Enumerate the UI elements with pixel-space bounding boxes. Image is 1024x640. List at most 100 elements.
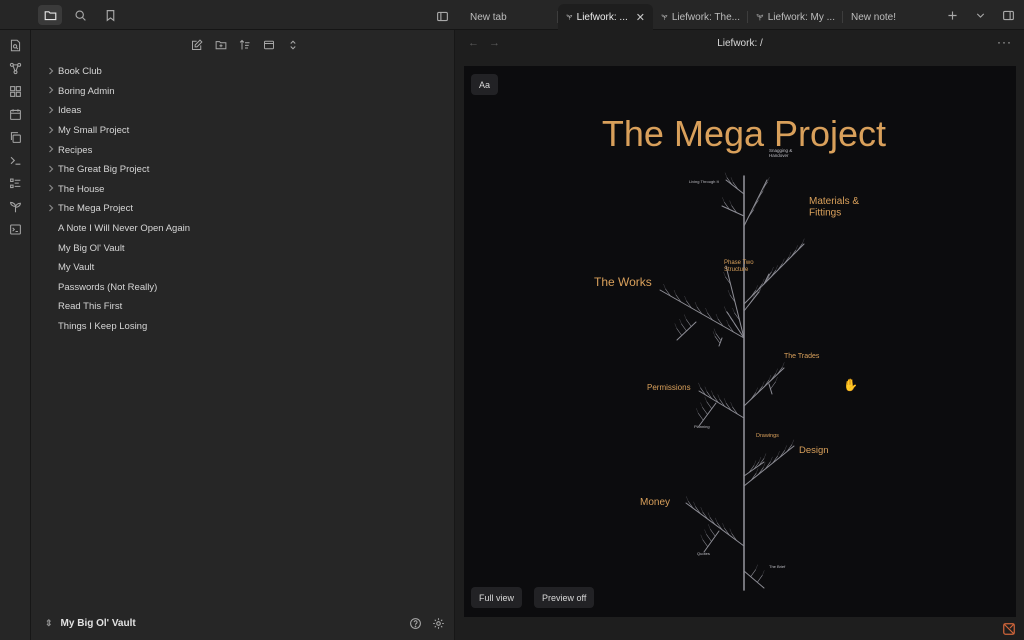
twig-line <box>763 453 767 459</box>
chevron-right-icon <box>45 145 57 155</box>
twig-line <box>777 367 783 375</box>
graph-icon <box>9 62 22 75</box>
twig-line <box>790 250 796 258</box>
twig-line <box>717 394 720 400</box>
new-tab-button[interactable] <box>942 5 962 25</box>
twig-line <box>704 386 708 392</box>
quick-switcher-button[interactable] <box>8 38 23 53</box>
twig-line <box>702 539 709 548</box>
preview-toggle-button[interactable]: Preview off <box>534 587 595 608</box>
toggle-left-sidebar-button[interactable] <box>430 6 454 26</box>
twig-line <box>681 323 687 332</box>
vault-switcher[interactable]: ⇕ My Big Ol' Vault <box>45 618 136 629</box>
tab-liefwork-my[interactable]: Liefwork: My ... <box>748 4 843 30</box>
more-options-icon[interactable]: ··· <box>997 35 1012 49</box>
tree-item-label: Recipes <box>58 144 93 156</box>
collapse-all-button[interactable] <box>285 37 301 53</box>
tab-list-button[interactable] <box>970 5 990 25</box>
templates-button[interactable] <box>8 130 23 145</box>
twig-line <box>775 376 778 383</box>
tree-folder-recipes[interactable]: Recipes <box>45 140 435 160</box>
twig-line <box>726 177 733 185</box>
canvas-button[interactable] <box>8 84 23 99</box>
tree-item-label: Things I Keep Losing <box>58 321 148 333</box>
tree-file[interactable]: My Big Ol' Vault <box>45 238 435 258</box>
chevron-down-icon <box>976 12 984 18</box>
search-tab-button[interactable] <box>68 5 92 25</box>
tree-folder-ideas[interactable]: Ideas <box>45 101 435 121</box>
sync-status-icon[interactable] <box>1002 622 1018 636</box>
back-arrow-icon[interactable]: ← <box>468 37 479 49</box>
twig-line <box>695 506 701 515</box>
sidebar-right-icon <box>1002 10 1014 20</box>
files-tab-button[interactable] <box>38 5 62 25</box>
twig-line <box>782 362 785 368</box>
help-icon[interactable] <box>409 617 422 630</box>
tab-liefwork-the[interactable]: Liefwork: The... <box>653 4 748 30</box>
twig-line <box>712 395 719 403</box>
tree-folder-book-club[interactable]: Book Club <box>45 62 435 82</box>
tree-file[interactable]: A Note I Will Never Open Again <box>45 219 435 239</box>
tree-folder-my-small-project[interactable]: My Small Project <box>45 121 435 141</box>
tree-folder-great-big-project[interactable]: The Great Big Project <box>45 160 435 180</box>
tree-folder-mega-project[interactable]: The Mega Project <box>45 199 435 219</box>
twig-line <box>755 564 758 570</box>
daily-note-button[interactable] <box>8 107 23 122</box>
toggle-right-sidebar-button[interactable] <box>998 5 1018 25</box>
twig-line <box>702 511 709 520</box>
twig-line <box>706 534 712 542</box>
new-folder-button[interactable] <box>213 37 229 53</box>
forward-arrow-icon[interactable]: → <box>489 37 500 49</box>
tab-label: Liefwork: The... <box>671 11 740 23</box>
branch-line <box>721 205 745 217</box>
graph-view-button[interactable] <box>8 61 23 76</box>
tree-file[interactable]: Passwords (Not Really) <box>45 278 435 298</box>
twig-line <box>700 402 703 408</box>
twig-line <box>750 392 756 400</box>
command-palette-button[interactable] <box>8 153 23 168</box>
font-toggle-button[interactable]: Aa <box>471 74 498 95</box>
tree-file[interactable]: Things I Keep Losing <box>45 317 435 337</box>
outline-button[interactable] <box>8 176 23 191</box>
branch-line <box>725 179 745 195</box>
liefwork-button[interactable] <box>8 199 23 214</box>
sprout-icon <box>661 14 668 20</box>
new-note-button[interactable] <box>189 37 205 53</box>
twig-line <box>684 295 687 302</box>
twig-line <box>767 177 770 183</box>
leaf-label: Planning <box>694 424 710 429</box>
vault-name: My Big Ol' Vault <box>60 618 136 629</box>
twig-line <box>775 265 778 271</box>
tree-file[interactable]: Read This First <box>45 297 435 317</box>
twig-line <box>706 401 713 410</box>
tree-folder-the-house[interactable]: The House <box>45 180 435 200</box>
auto-reveal-button[interactable] <box>261 37 277 53</box>
twig-line <box>788 251 792 258</box>
full-view-button[interactable]: Full view <box>471 587 523 608</box>
terminal-panel-button[interactable] <box>8 222 23 237</box>
sort-button[interactable] <box>237 37 253 53</box>
tree-folder-boring-admin[interactable]: Boring Admin <box>45 82 435 102</box>
tab-new-tab[interactable]: New tab <box>462 4 558 30</box>
close-icon[interactable]: ✕ <box>635 11 645 24</box>
gear-icon[interactable] <box>432 617 445 630</box>
sidebar-tab-switcher <box>38 5 122 25</box>
tab-actions <box>942 5 1018 25</box>
tree-item-label: My Big Ol' Vault <box>58 242 125 254</box>
tab-liefwork-root[interactable]: Liefwork: ... ✕ <box>558 4 653 30</box>
folder-icon <box>44 10 56 20</box>
list-icon <box>10 178 21 189</box>
bookmarks-tab-button[interactable] <box>98 5 122 25</box>
sprout-icon <box>10 201 21 213</box>
twig-line <box>730 402 733 408</box>
twig-line <box>757 191 764 199</box>
twig-line <box>702 407 708 415</box>
chevron-right-icon <box>45 86 57 96</box>
tree-file[interactable]: My Vault <box>45 258 435 278</box>
file-tree: Book Club Boring Admin Ideas My Small Pr… <box>45 62 435 336</box>
twig-line <box>724 202 730 210</box>
twig-line <box>715 333 722 341</box>
tab-new-note[interactable]: New note! <box>843 4 933 30</box>
twig-line <box>771 266 774 273</box>
